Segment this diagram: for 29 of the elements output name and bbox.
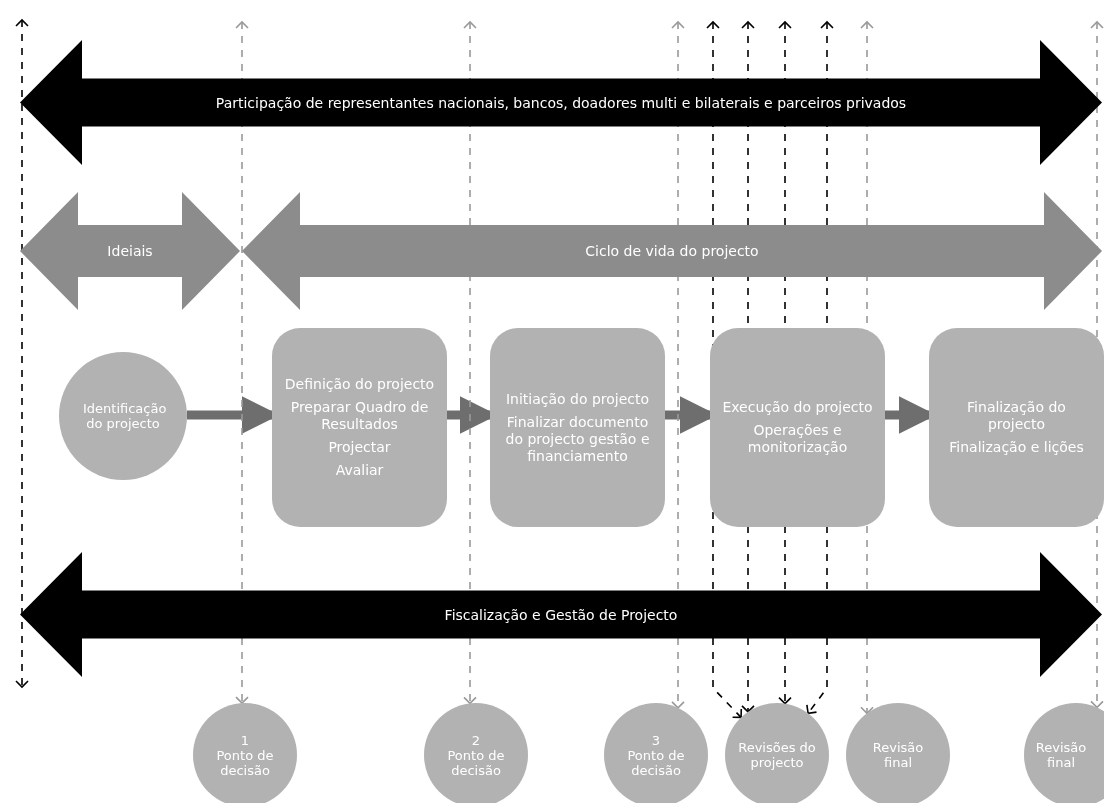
box-text: Preparar Quadro de Resultados — [289, 399, 430, 433]
timeline-arrow — [235, 21, 249, 704]
circle-text: Ponto de decisão — [215, 747, 275, 778]
stage-circle — [1024, 703, 1104, 803]
circle-text: Revisão final — [871, 740, 925, 770]
circle-text: Revisão final — [1034, 740, 1088, 770]
band-label: Fiscalização e Gestão de Projecto — [444, 606, 678, 623]
circle-text: Revisões do projecto — [737, 740, 817, 770]
box-heading: Execução do projecto — [722, 399, 873, 416]
box-text: Projectar — [328, 439, 391, 456]
circle-heading: 1 — [240, 732, 250, 748]
process-box — [710, 328, 885, 527]
circle-heading: 3 — [651, 732, 661, 748]
box-text: Finalizar documento do projecto gestão e financiamento — [504, 413, 651, 465]
box-heading: Finalização do projecto — [966, 399, 1067, 433]
box-text: Avaliar — [335, 462, 384, 479]
band-label: Ciclo de vida do projecto — [585, 243, 759, 259]
box-heading: Definição do projecto — [284, 376, 435, 393]
box-text: Finalização e lições — [949, 439, 1084, 456]
process-box — [929, 328, 1104, 527]
band-label: Participação de representantes nacionais, bancos, doadores multi e bilaterais e parceiros privados — [215, 94, 907, 111]
circle-text: Ponto de decisão — [446, 747, 506, 778]
band-label: Ideiais — [107, 243, 153, 259]
process-box — [272, 328, 447, 527]
circle-heading: 2 — [471, 732, 481, 748]
box-text: Operações e monitorização — [746, 422, 849, 456]
box-heading: Initiação do projecto — [505, 390, 650, 408]
circle-text: Ponto de decisão — [626, 747, 686, 778]
process-box — [490, 328, 665, 527]
